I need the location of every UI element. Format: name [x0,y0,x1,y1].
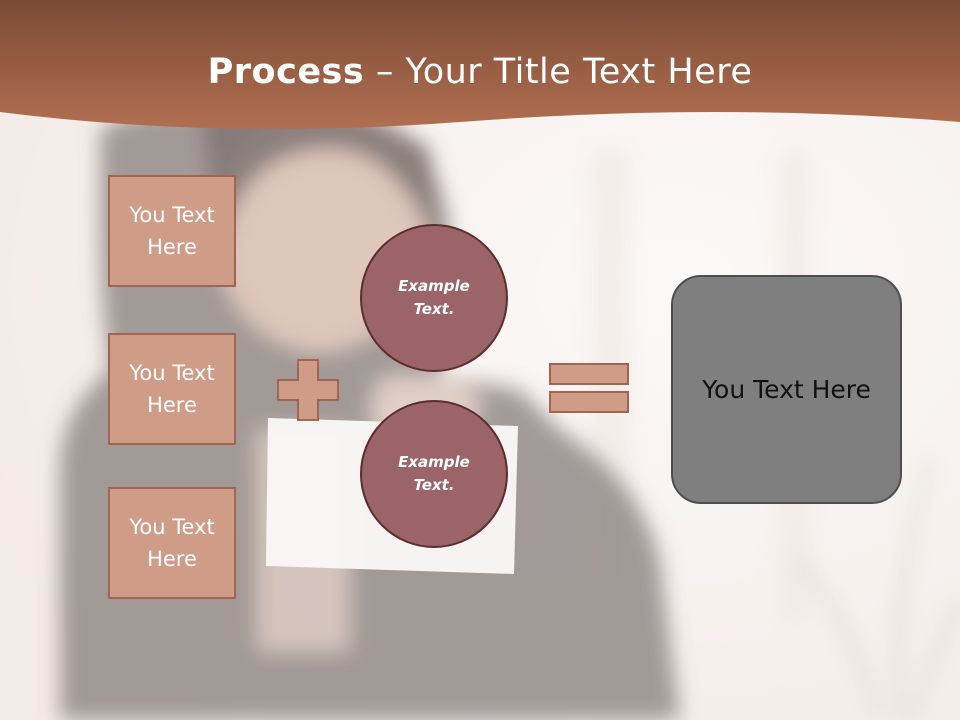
result-label: You Text Here [702,375,871,404]
circle-label: Example Text. [398,453,470,494]
page-title: Process – Your Title Text Here [0,52,960,92]
circle-label: Example Text. [398,277,470,318]
result-box[interactable]: You Text Here [671,275,902,504]
header-band [0,0,960,130]
example-circle-1[interactable]: Example Text. [360,224,508,372]
input-box-label: You Text Here [129,361,215,417]
example-circle-2[interactable]: Example Text. [360,400,508,548]
input-box-label: You Text Here [129,515,215,571]
title-rest: – Your Title Text Here [364,52,753,92]
input-box-3[interactable]: You Text Here [108,487,236,599]
input-box-2[interactable]: You Text Here [108,333,236,445]
input-box-label: You Text Here [129,203,215,259]
input-box-1[interactable]: You Text Here [108,175,236,287]
plus-icon [277,359,339,421]
equals-icon [549,363,629,413]
title-strong: Process [207,52,365,92]
